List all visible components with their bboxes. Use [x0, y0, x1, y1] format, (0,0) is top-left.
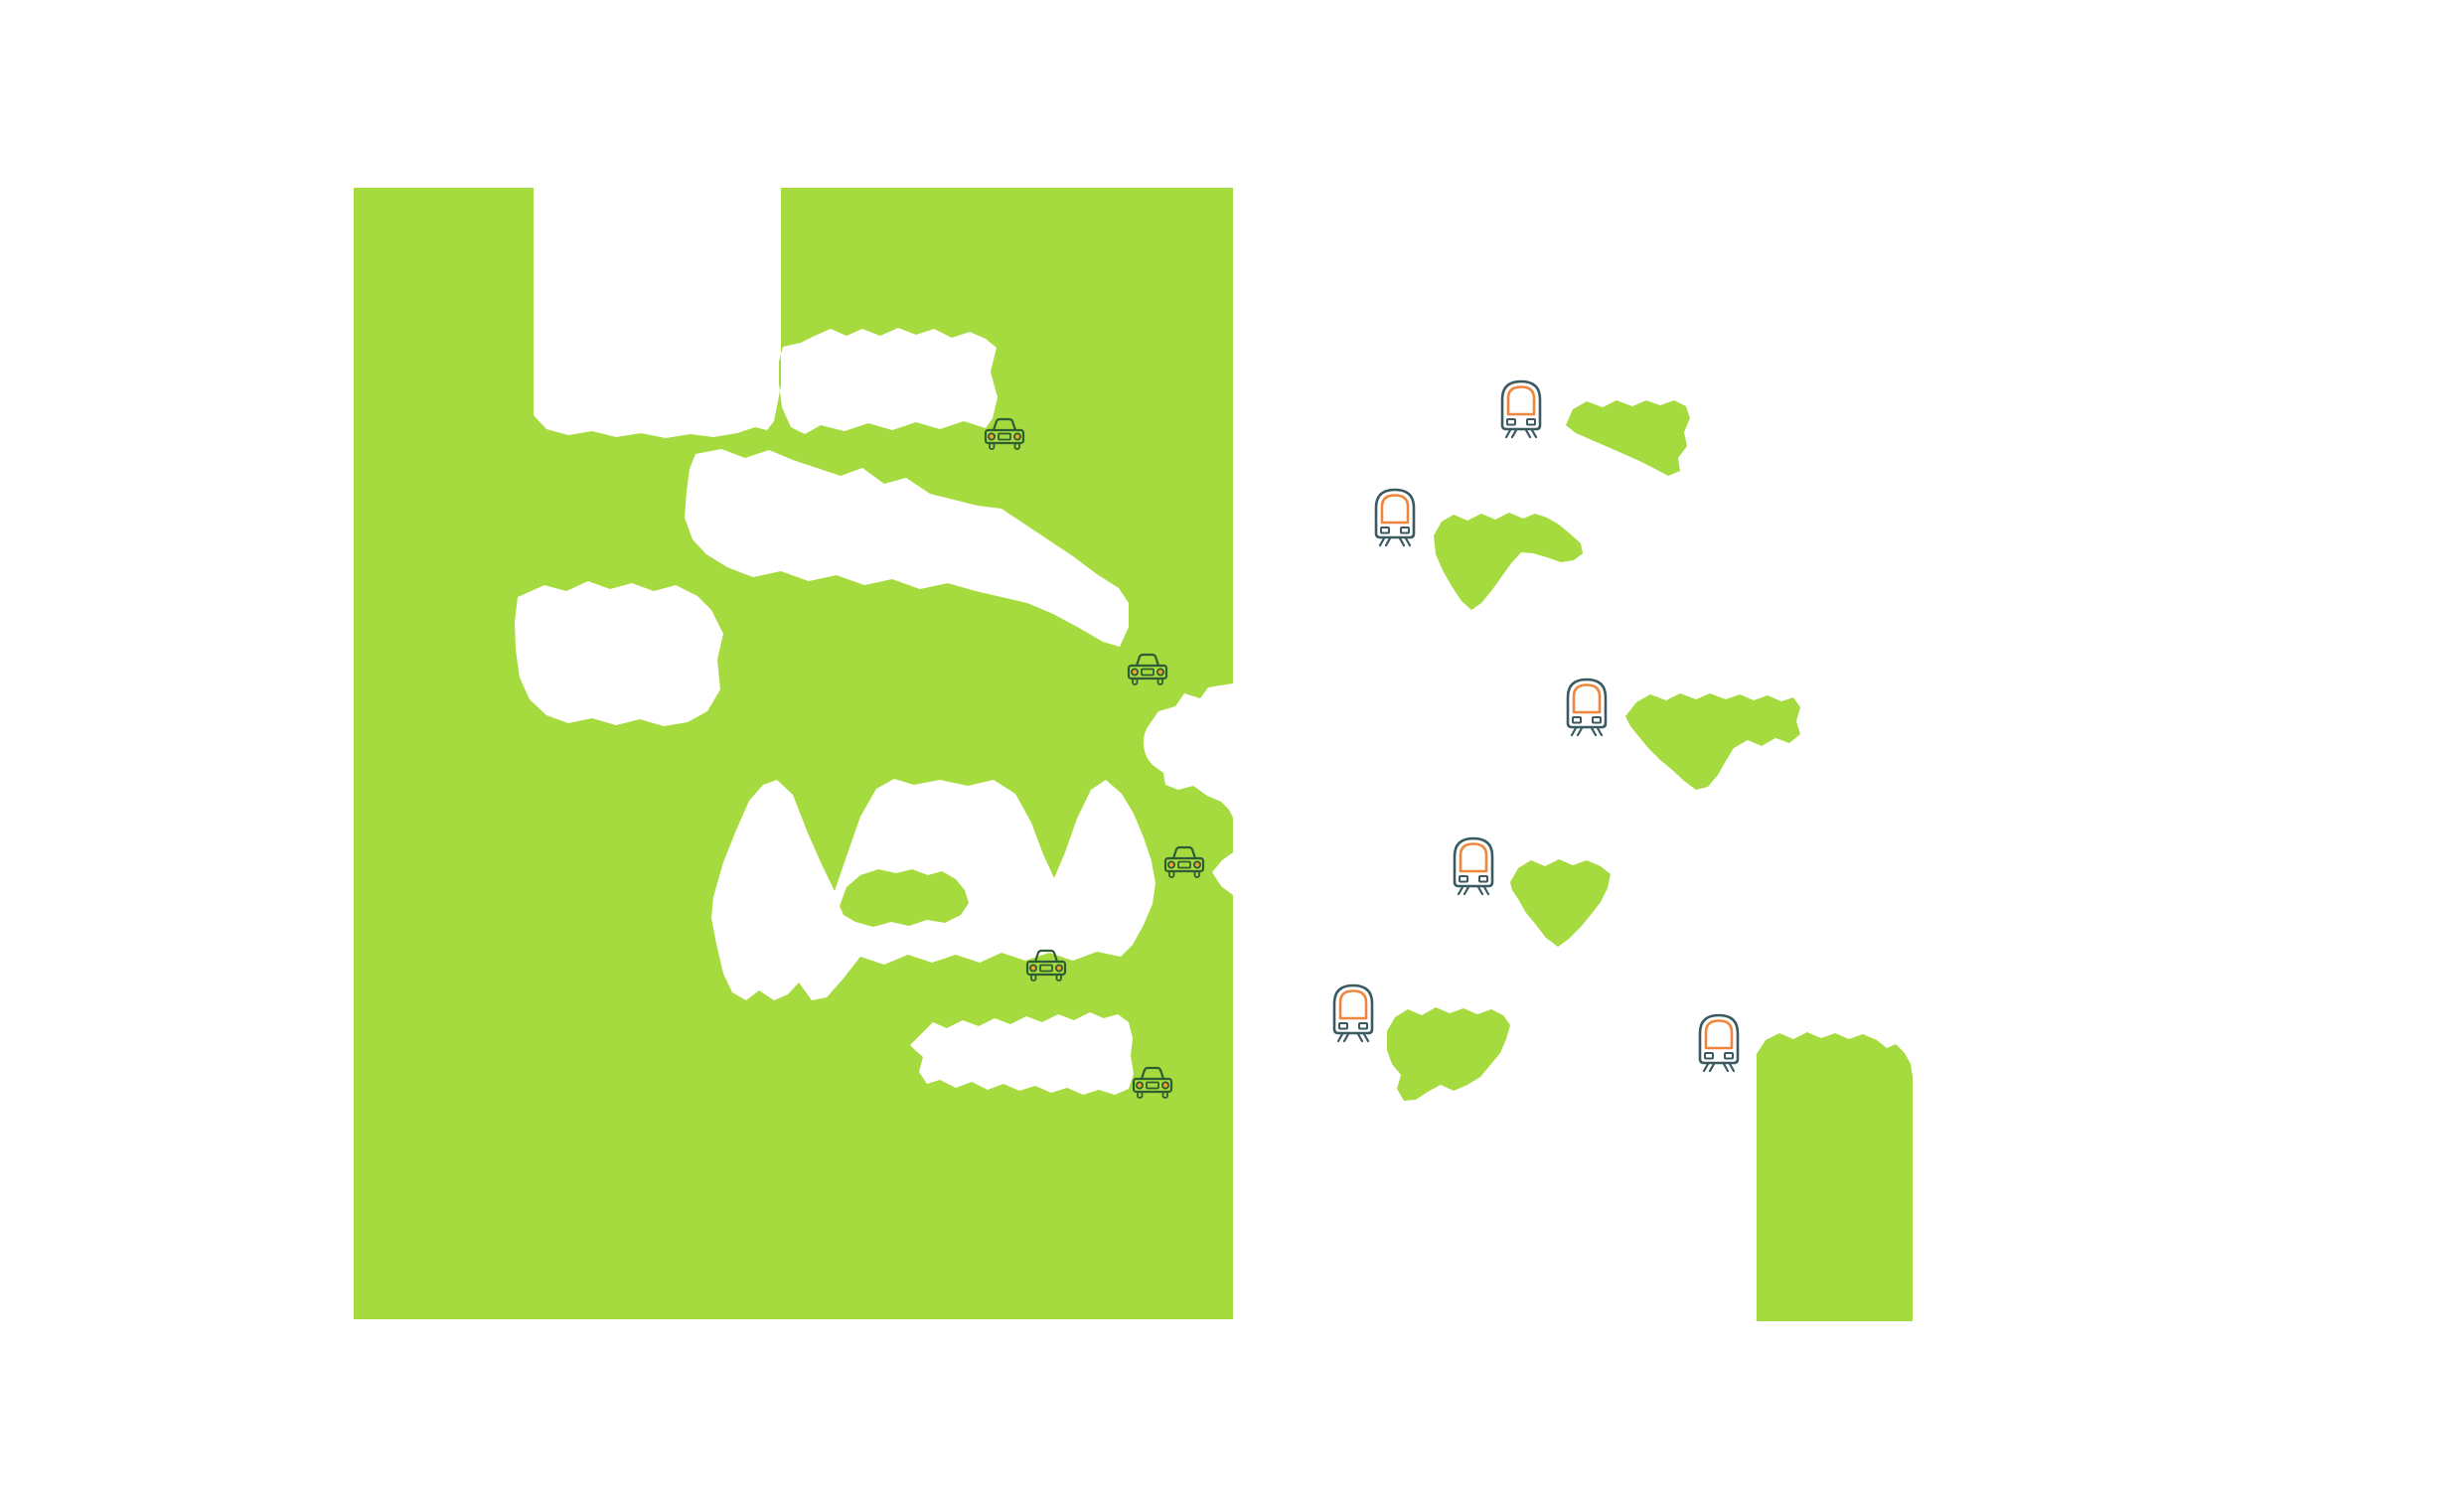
car-marker[interactable] — [1024, 948, 1068, 983]
train-marker[interactable] — [1450, 835, 1497, 897]
car-marker[interactable] — [1126, 652, 1169, 687]
train-icon — [1450, 835, 1497, 897]
island-shape-4 — [1510, 859, 1611, 947]
train-marker[interactable] — [1329, 982, 1377, 1044]
train-icon — [1695, 1012, 1743, 1074]
train-marker[interactable] — [1497, 378, 1545, 440]
car-marker[interactable] — [983, 416, 1026, 452]
island-shape-5 — [1387, 1007, 1510, 1101]
island-shape-2 — [1434, 513, 1583, 610]
train-marker[interactable] — [1371, 487, 1419, 548]
train-icon — [1371, 487, 1419, 548]
island-shape-3 — [1625, 693, 1800, 790]
car-icon — [1131, 1065, 1174, 1101]
train-marker[interactable] — [1563, 677, 1611, 738]
island-shape-6 — [1757, 1032, 1913, 1321]
car-icon — [1126, 652, 1169, 687]
car-marker[interactable] — [1162, 844, 1206, 880]
car-icon — [1024, 948, 1068, 983]
train-icon — [1563, 677, 1611, 738]
train-marker[interactable] — [1695, 1012, 1743, 1074]
train-icon — [1497, 378, 1545, 440]
train-icon — [1329, 982, 1377, 1044]
mainland-shape — [354, 188, 1233, 1319]
car-icon — [983, 416, 1026, 452]
car-marker[interactable] — [1131, 1065, 1174, 1101]
car-icon — [1162, 844, 1206, 880]
island-shape-1 — [1566, 400, 1690, 476]
